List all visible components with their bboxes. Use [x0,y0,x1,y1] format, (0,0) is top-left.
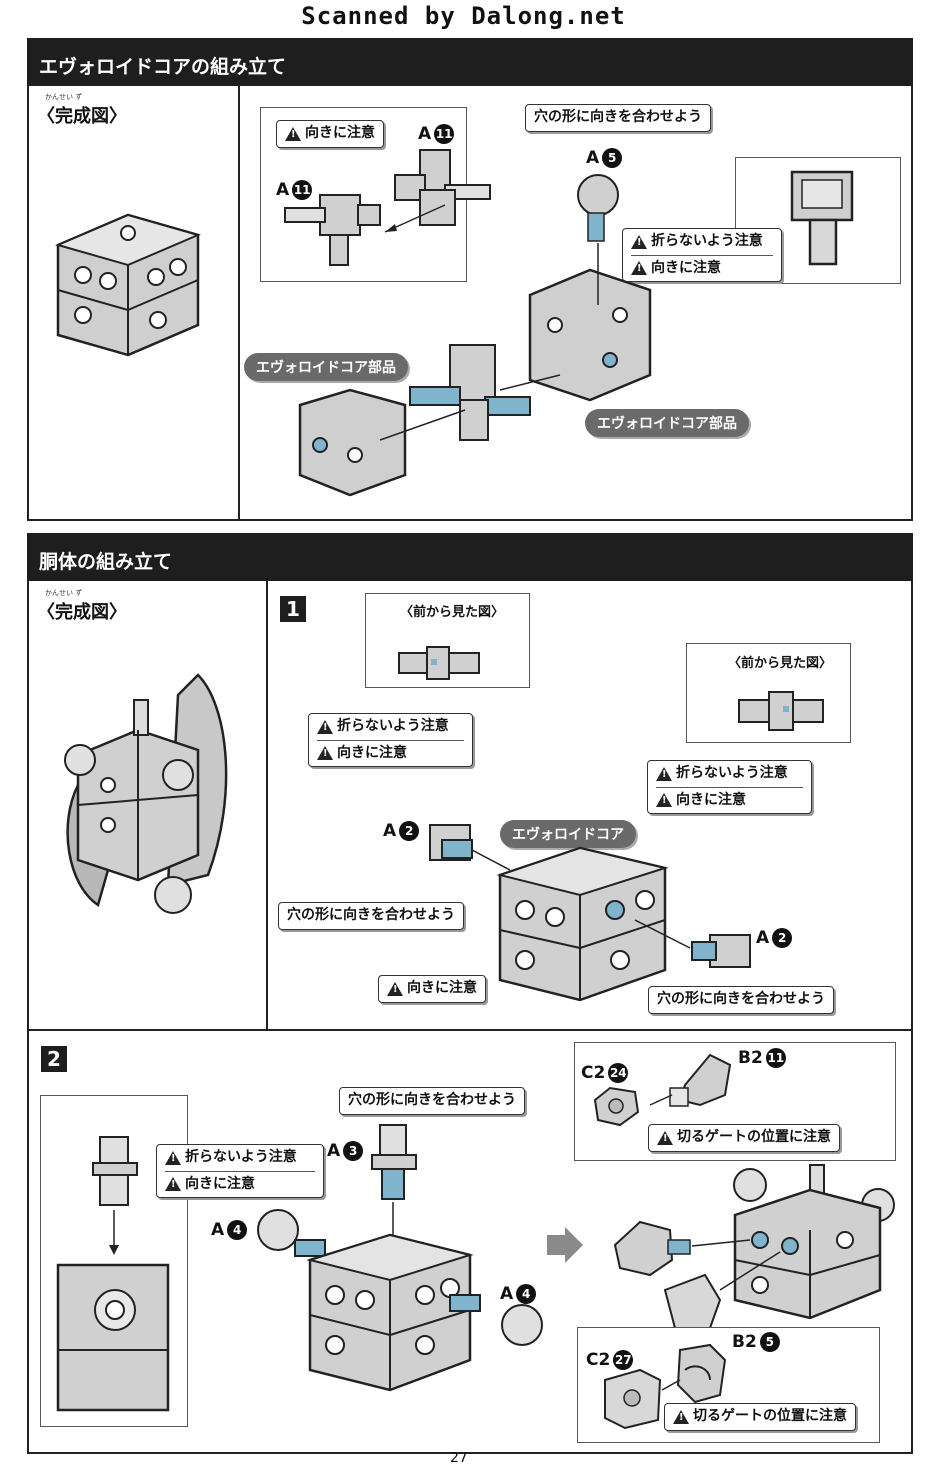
hole-shape-callout-step2: 穴の形に向きを合わせよう [339,1087,525,1115]
warning-icon [656,766,672,781]
gate-parts-top-illustration [593,1053,732,1127]
step1-number: 1 [280,596,306,622]
torso-complete-illustration [64,673,228,914]
warning-icon [631,234,647,249]
section1-complete-label: 〈完成図〉 [37,106,127,127]
step2-assembly-illustration [257,1124,543,1392]
direction-callout-step1-bottom: 向きに注意 [378,975,486,1003]
warning-icon [317,719,333,734]
section2-divider [266,581,268,1029]
warning-icon [165,1150,181,1165]
section2-complete-ruby: かんせい ず [45,589,83,597]
hole-shape-callout-step1-right: 穴の形に向きを合わせよう [648,986,834,1014]
warning-icon [285,126,301,141]
section1-divider [238,86,240,521]
page-number: 27 [450,1452,468,1464]
section1-complete-ruby: かんせい ず [45,93,83,101]
section2-step-divider [27,1029,913,1031]
direction-callout-a11: 向きに注意 [276,120,384,148]
section1-header: エヴォロイドコアの組み立て [27,38,913,86]
nofold-direction-callout-step1-right: 折らないよう注意 向きに注意 [647,760,812,814]
step2-number: 2 [41,1046,67,1072]
core-assembly-illustration [298,174,652,497]
warning-icon [657,1130,673,1145]
core-parts-tag-left: エヴォロイドコア部品 [244,353,408,381]
front-view-label-left: 〈前から見た図〉 [400,605,505,620]
gate-callout-bottom: 切るゲートの位置に注意 [664,1403,856,1431]
warning-icon [656,793,672,808]
warning-icon [673,1409,689,1424]
front-view-part-left [398,646,480,680]
front-view-label-right: 〈前から見た図〉 [728,656,833,671]
nofold-direction-callout-s1: 折らないよう注意 向きに注意 [622,228,782,282]
hole-shape-callout-s1: 穴の形に向きを合わせよう [525,104,711,132]
step2-arrow [547,1227,583,1263]
a3-side-illustration [56,1136,170,1412]
gate-callout-top: 切るゲートの位置に注意 [648,1124,840,1152]
warning-icon [387,981,403,996]
gate-parts-bottom-illustration [604,1343,727,1430]
warning-icon [631,261,647,276]
evoroid-core-tag: エヴォロイドコア [500,820,636,848]
section2-title: 胴体の組み立て [39,551,173,573]
step2-result-illustration [613,1164,895,1329]
warning-icon [165,1177,181,1192]
front-view-part-right [738,691,824,731]
a11-parts-illustration [284,149,491,266]
section1-title: エヴォロイドコアの組み立て [39,56,287,78]
a5-detail-illustration [790,170,854,266]
section2-complete-label: 〈完成図〉 [37,602,127,623]
nofold-direction-callout-step1-left: 折らないよう注意 向きに注意 [308,713,473,767]
section2-header: 胴体の組み立て [27,533,913,581]
step1-assembly-illustration [429,824,751,1002]
nofold-direction-callout-step2: 折らないよう注意 向きに注意 [156,1144,324,1198]
core-complete-illustration [55,213,201,357]
scan-credit: Scanned by Dalong.net [301,2,626,30]
hole-shape-callout-step1-left: 穴の形に向きを合わせよう [278,902,464,930]
warning-icon [317,746,333,761]
core-parts-tag-right: エヴォロイドコア部品 [585,409,749,437]
